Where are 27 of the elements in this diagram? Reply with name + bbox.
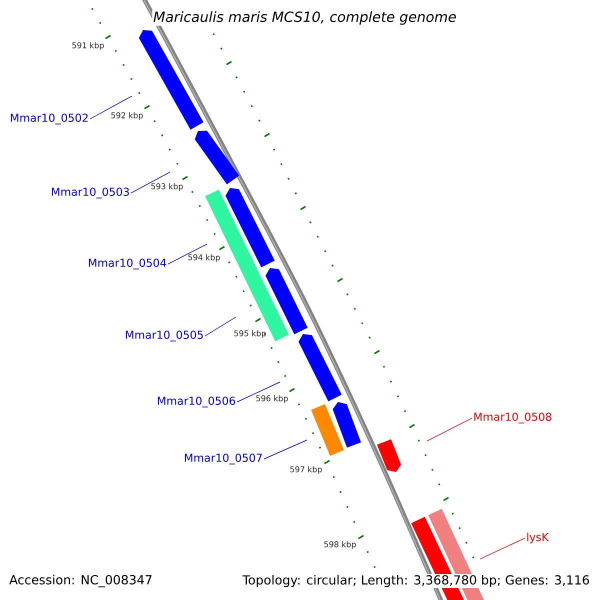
gene-label: Mmar10_0502 <box>10 114 88 124</box>
scale-label: 594 kbp <box>188 254 220 262</box>
gene-label: Mmar10_0508 <box>474 412 552 424</box>
gene-label: Mmar10_0504 <box>88 258 166 270</box>
leader-line <box>264 440 308 460</box>
gene-label: Mmar10_0507 <box>184 454 262 464</box>
scale-label: 596 kbp <box>256 395 288 403</box>
map-title: Maricaulis maris MCS10, complete genome <box>152 10 458 26</box>
leader-line <box>236 382 280 402</box>
gene-label: lysK <box>527 532 549 544</box>
scale-label: 598 kbp <box>324 541 356 549</box>
leader-line <box>90 96 132 120</box>
leader-line <box>130 172 170 194</box>
gene-label: Mmar10_0503 <box>52 188 129 198</box>
scale-label: 592 kbp <box>111 112 143 120</box>
scale-label: 597 kbp <box>290 466 322 474</box>
leader-line <box>480 538 526 560</box>
genome-stats: Topology: circular; Length: 3,368,780 bp; Genes: 3,116 <box>241 574 591 588</box>
leader-line <box>204 316 236 336</box>
accession-text: Accession: NC_008347 <box>9 574 152 588</box>
gene-label: Mmar10_0506 <box>158 396 236 408</box>
leader-line <box>426 418 472 442</box>
scale-label: 593 kbp <box>151 183 183 191</box>
scale-label: 595 kbp <box>234 330 266 338</box>
scale-label: 591 kbp <box>72 42 104 50</box>
leader-line <box>168 244 208 264</box>
gene-label: Mmar10_0505 <box>126 330 203 342</box>
